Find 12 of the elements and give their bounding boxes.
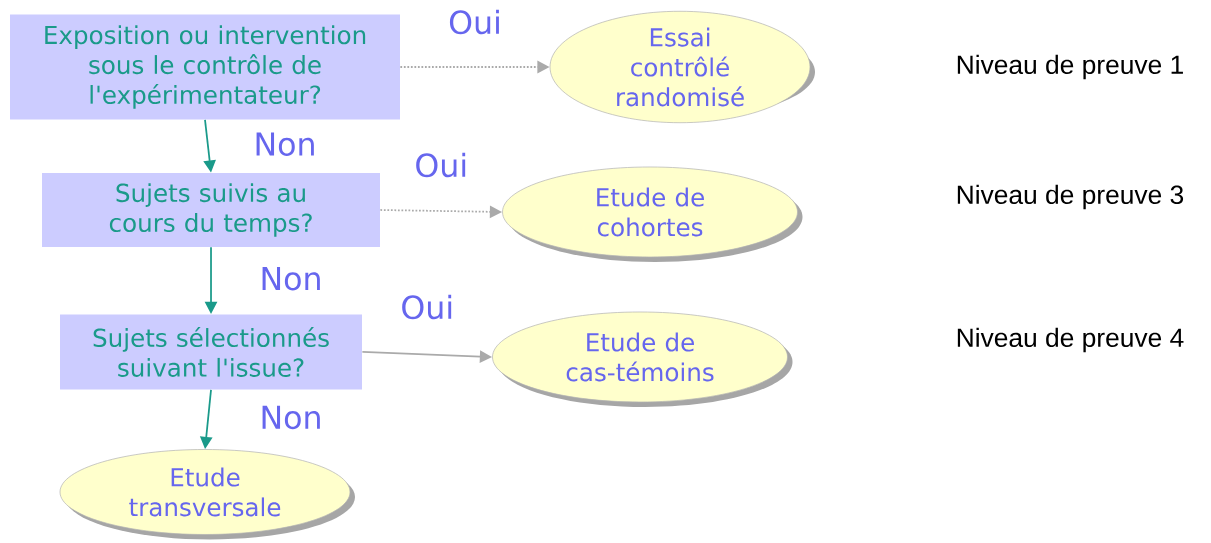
evidence-level-label: Niveau de preuve 3 (957, 184, 1184, 210)
evidence-level-label: Niveau de preuve 4 (957, 327, 1184, 353)
edge-label: Non (262, 405, 320, 430)
question-box: Sujets suivis au cours du temps? (42, 173, 380, 247)
edge-label: Non (262, 267, 320, 291)
question-box: Exposition ou intervention sous le contrôle de l'expérimentateur? (10, 14, 400, 120)
question-box: Sujets sélectionnés suivant l'issue? (60, 314, 362, 390)
evidence-level-label: Niveau de preuve 1 (957, 54, 1183, 80)
edge-label: Oui (402, 294, 452, 320)
edge-label: Non (256, 132, 314, 156)
edge-label: Oui (449, 9, 499, 35)
edge-label: Oui (416, 152, 466, 178)
